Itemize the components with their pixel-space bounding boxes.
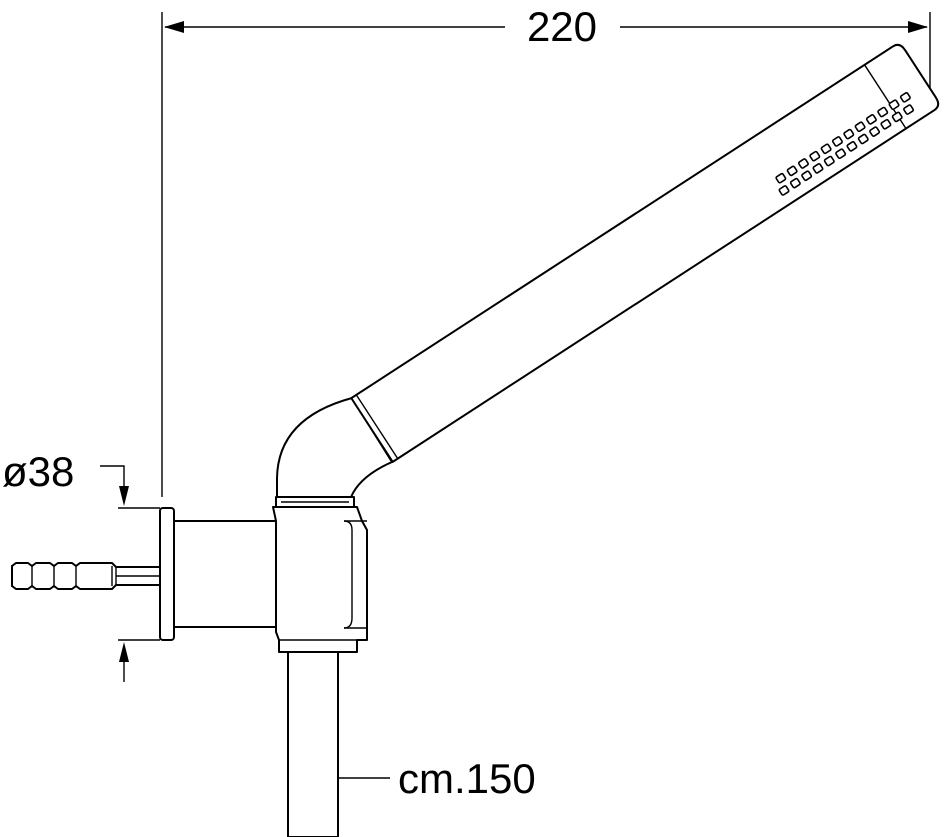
spray-nozzle-hole (854, 121, 866, 133)
spray-nozzle-hole (835, 148, 847, 160)
spray-nozzle-hole (786, 165, 798, 177)
hand-shower-handle (350, 43, 940, 463)
diameter-arrowhead-bottom (119, 642, 129, 662)
diameter-dimension: ø38 (2, 448, 160, 682)
spray-nozzle-hole (888, 99, 900, 111)
spray-nozzles-outer-row (778, 104, 915, 196)
spray-nozzle-hole (903, 104, 915, 115)
width-label: 220 (527, 3, 597, 50)
diameter-leader-top (100, 465, 125, 488)
spray-nozzle-hole (812, 163, 824, 174)
spray-nozzles-inner-row (775, 92, 911, 184)
spray-nozzle-hole (797, 158, 809, 169)
spray-nozzle-hole (831, 136, 843, 147)
spray-nozzle-hole (846, 141, 858, 152)
spray-nozzle-hole (880, 118, 892, 130)
spray-nozzle-hole (775, 172, 787, 184)
width-arrowhead-right (908, 21, 928, 33)
holder-block (272, 506, 368, 653)
spray-nozzle-hole (877, 106, 889, 118)
spray-nozzle-hole (899, 92, 911, 103)
width-dimension: 220 (161, 3, 931, 497)
diameter-arrowhead-top (119, 486, 129, 506)
spray-nozzle-hole (801, 170, 813, 182)
spray-nozzle-hole (857, 133, 869, 145)
spray-nozzle-hole (865, 114, 877, 125)
handle-neck (275, 397, 393, 508)
spray-nozzle-hole (823, 155, 835, 167)
hose-length-label: cm.150 (398, 755, 536, 802)
spray-nozzle-hole (843, 128, 855, 140)
spray-nozzle-hole (869, 126, 881, 137)
inlet-nozzle (11, 562, 163, 590)
wall-connector-body (173, 520, 277, 628)
width-arrowhead-left (164, 21, 184, 33)
spray-nozzle-hole (891, 111, 903, 123)
spray-nozzle-hole (789, 177, 801, 189)
wall-flange (159, 507, 175, 641)
spray-nozzle-hole (778, 185, 790, 196)
spray-nozzle-hole (820, 143, 832, 155)
diameter-label: ø38 (2, 448, 74, 495)
shower-hose: cm.150 (287, 651, 536, 837)
spray-nozzle-hole (809, 150, 821, 162)
